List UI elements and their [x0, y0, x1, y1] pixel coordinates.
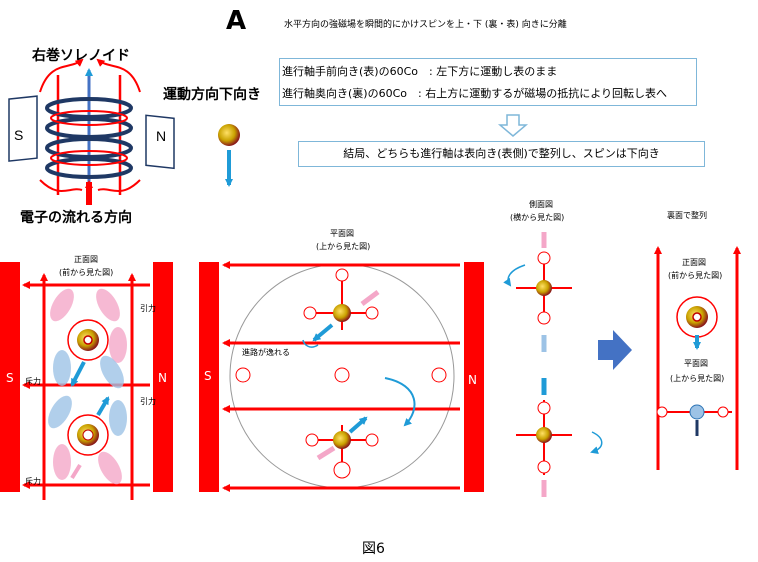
front-pole-s: S: [6, 371, 14, 385]
front-repel-1: 斥力: [25, 376, 41, 386]
plan-pole-s: S: [204, 369, 212, 383]
plan-escape: 進路が逸れる: [242, 347, 290, 357]
plan-title-1: 平面図: [330, 229, 354, 238]
field-line: [39, 58, 84, 93]
notes-box: [279, 58, 697, 106]
page-subtitle: 水平方向の強磁場を瞬間的にかけスピンを上・下 (裏・表) 向きに分離: [284, 20, 567, 30]
side-view: [503, 232, 603, 497]
plan-title-2: (上から見た図): [316, 242, 370, 251]
front-title-2: (前から見た図): [59, 267, 113, 277]
note-line-1: 進行軸手前向き(表)の60Co : 左下方に運動し表のまま: [282, 65, 558, 78]
solenoid-pole-n: N: [156, 128, 166, 144]
solenoid-pole-s: S: [14, 127, 23, 143]
aligned-view: [654, 246, 741, 470]
solenoid-label: 右巻ソレノイド: [32, 48, 130, 64]
aligned-plan-2: (上から見た図): [670, 374, 724, 383]
pole-n-block: [145, 114, 175, 170]
magnet-n: [153, 262, 173, 492]
note-line-2: 進行軸奥向き(裏)の60Co : 右上方に運動するが磁場の抵抗により回転し表へ: [282, 87, 667, 100]
solenoid-diagram: S N: [8, 58, 175, 205]
field-line: [97, 179, 141, 192]
conclusion-box: 結局、どちらも進行軸は表向き(表側)で整列し、スピンは下向き: [298, 141, 705, 167]
electron-flow-label: 電子の流れる方向: [20, 210, 132, 226]
plan-pole-n: N: [468, 373, 477, 387]
figure-caption: 図6: [362, 541, 385, 557]
magnet-n-plan: [464, 262, 484, 492]
side-title-2: (横から見た図): [510, 212, 564, 222]
side-title-1: 側面図: [529, 199, 553, 209]
field-line: [39, 179, 83, 192]
motion-label: 運動方向下向き: [163, 87, 261, 103]
pole-s-block: [8, 95, 38, 162]
magnet-s-plan: [199, 262, 219, 492]
field-line: [96, 58, 141, 93]
front-view: [0, 262, 173, 500]
down-outline-arrow: [497, 114, 529, 137]
plan-view: [199, 261, 484, 492]
front-repel-2: 斥力: [25, 476, 41, 486]
front-title-1: 正面図: [74, 255, 98, 264]
front-attract-2: 引力: [140, 396, 156, 406]
motion-indicator: [218, 124, 240, 187]
aligned-plan-1: 平面図: [684, 359, 708, 368]
aligned-title: 裏面で整列: [667, 210, 707, 220]
aligned-front-2: (前から見た図): [668, 270, 722, 280]
magnet-s: [0, 262, 20, 492]
front-attract-1: 引力: [140, 303, 156, 313]
page-title: A: [226, 6, 247, 36]
big-right-arrow: [598, 330, 632, 370]
front-pole-n: N: [158, 371, 167, 385]
aligned-front-1: 正面図: [682, 258, 706, 267]
